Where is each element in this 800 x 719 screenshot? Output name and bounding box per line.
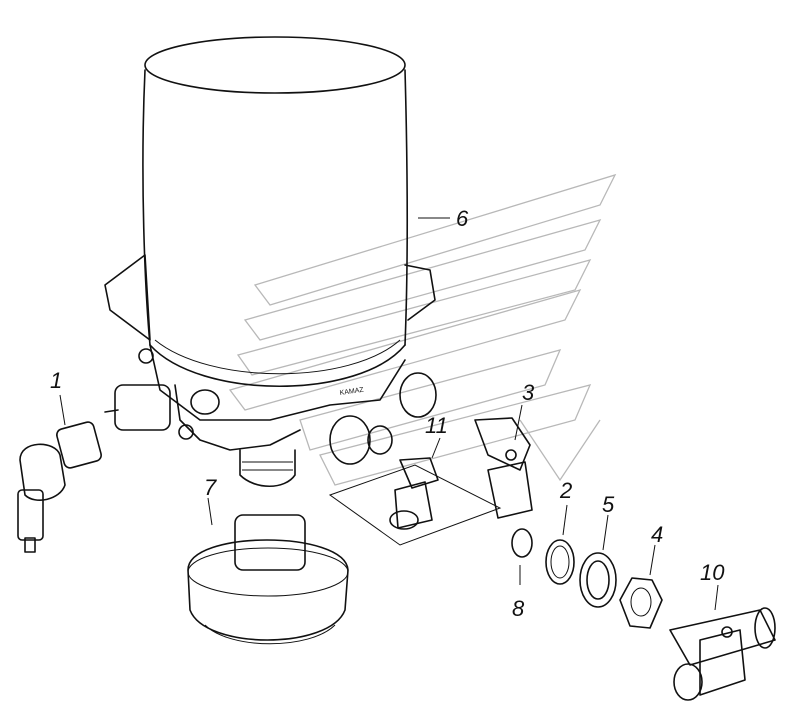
part-8-o-ring bbox=[511, 528, 533, 558]
callout-1: 1 bbox=[50, 368, 63, 393]
callout-4: 4 bbox=[651, 522, 664, 547]
part-10-tee-fitting bbox=[669, 584, 776, 701]
part-3-elbow-fitting bbox=[474, 404, 533, 519]
callout-5: 5 bbox=[602, 492, 615, 517]
callout-7: 7 bbox=[204, 475, 217, 500]
leader-lines bbox=[328, 217, 521, 585]
part-7-silencer bbox=[187, 497, 349, 645]
part-4-hex-nut bbox=[619, 544, 663, 629]
dryer-housing bbox=[104, 254, 437, 487]
part-2-washer bbox=[545, 504, 575, 585]
callout-10: 10 bbox=[700, 560, 725, 585]
part-11-elbow-fitting bbox=[389, 437, 441, 530]
part-5-seal-ring bbox=[579, 514, 617, 608]
callout-8: 8 bbox=[512, 596, 525, 621]
callout-3: 3 bbox=[522, 380, 535, 405]
part-1-angle-connector bbox=[17, 394, 102, 553]
callout-2: 2 bbox=[560, 478, 573, 503]
callout-6: 6 bbox=[456, 206, 469, 231]
watermark-logo bbox=[228, 173, 617, 486]
housing-stamp-text: KAMAZ bbox=[339, 387, 365, 397]
part-6-filter-cartridge bbox=[142, 36, 409, 388]
callout-11: 11 bbox=[425, 413, 448, 438]
